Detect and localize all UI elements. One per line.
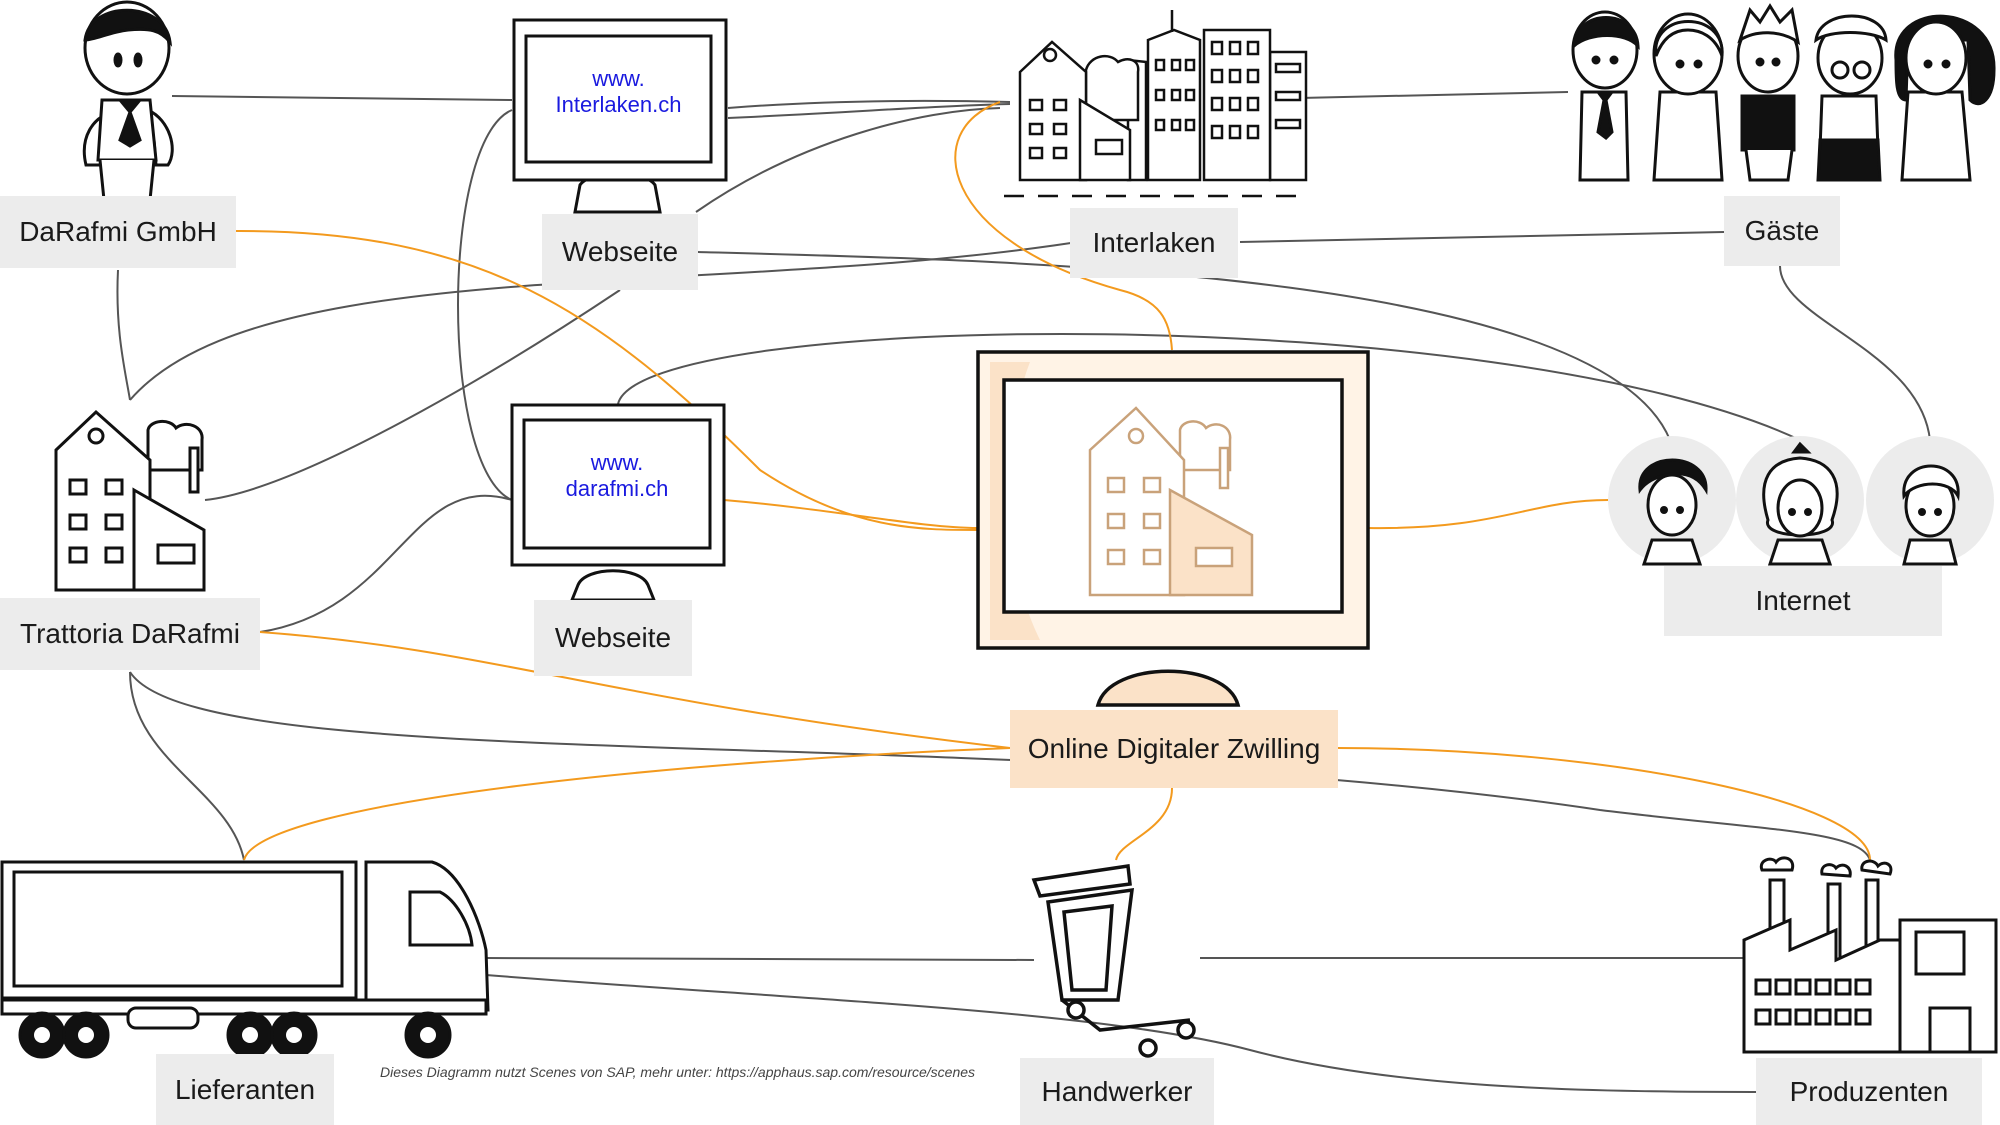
- edge-twin-lieferanten: [243, 747, 1011, 861]
- edge-trattoria-webseite-top-2: [204, 289, 621, 501]
- person-icon-darafmi-gmbh: [82, 0, 174, 202]
- people-icon-internet: [1608, 436, 1994, 566]
- screen-url-interlaken-line1: www.: [592, 66, 645, 91]
- edge-lieferanten-produzenten-bottom: [485, 974, 1771, 1093]
- screen-url-darafmi-line1: www.: [590, 450, 644, 475]
- factory-icon-produzenten: [1742, 856, 1998, 1054]
- edge-interlaken-gaeste: [1299, 91, 1569, 99]
- node-label-darafmi-gmbh: DaRafmi GmbH: [0, 196, 236, 268]
- edge-trattoria-webseite-mid: [259, 494, 513, 633]
- monitor-icon-interlaken: [512, 18, 728, 214]
- edge-trattoria-lieferanten: [129, 671, 245, 861]
- edge-twin-produzenten: [1337, 747, 1871, 861]
- restaurant-icon-trattoria: [54, 409, 206, 592]
- edge-gaeste-internet: [1779, 265, 1931, 441]
- node-label-interlaken: Interlaken: [1070, 208, 1238, 278]
- truck-icon-lieferanten: [0, 860, 490, 1059]
- edge-webseite-mid-twin: [723, 499, 979, 529]
- town-icon-interlaken: [1004, 10, 1308, 198]
- node-label-handwerker: Handwerker: [1020, 1058, 1214, 1125]
- node-label-trattoria: Trattoria DaRafmi: [0, 598, 260, 670]
- screen-url-interlaken: www. Interlaken.ch: [526, 66, 711, 118]
- node-label-internet: Internet: [1664, 566, 1942, 636]
- node-label-digital-twin: Online Digitaler Zwilling: [1010, 710, 1338, 788]
- node-label-webseite-mid: Webseite: [534, 600, 692, 676]
- edge-webseite-internet: [697, 251, 1671, 441]
- monitor-icon-darafmi: [510, 403, 726, 602]
- edge-lieferanten-handwerker: [485, 957, 1035, 961]
- edge-interlaken-label-gaeste: [1239, 231, 1725, 243]
- node-label-lieferanten: Lieferanten: [156, 1054, 334, 1125]
- handtruck-icon-handwerker: [1031, 864, 1196, 1058]
- node-label-webseite-top: Webseite: [542, 214, 698, 290]
- node-label-gaeste: Gäste: [1724, 196, 1840, 266]
- screen-url-darafmi: www. darafmi.ch: [524, 450, 710, 502]
- restaurant-icon-twin-screen: [1088, 406, 1254, 597]
- edge-webseite-top-webseite-mid: [457, 109, 513, 501]
- node-label-produzenten: Produzenten: [1756, 1058, 1982, 1125]
- edge-twin-internet: [1367, 499, 1609, 530]
- edge-webseite-interlaken-2: [727, 103, 1011, 119]
- edge-twin-handwerker: [1115, 787, 1173, 861]
- edge-webseite-mid-internet: [617, 332, 1801, 441]
- edge-gmbh-trattoria: [116, 269, 131, 401]
- people-icon-gaeste: [1571, 3, 1996, 182]
- credit-note: Dieses Diagramm nutzt Scenes von SAP, me…: [380, 1064, 976, 1080]
- edge-interlaken-twin: [954, 101, 1173, 351]
- edge-trattoria-twin: [259, 631, 1011, 749]
- edge-webseite-interlaken: [727, 99, 1011, 109]
- edge-webseite-top-interlaken-lower: [695, 107, 1001, 213]
- edge-gmbh-webseite: [171, 95, 513, 101]
- screen-url-interlaken-line2: Interlaken.ch: [555, 92, 682, 117]
- screen-url-darafmi-line2: darafmi.ch: [565, 476, 669, 501]
